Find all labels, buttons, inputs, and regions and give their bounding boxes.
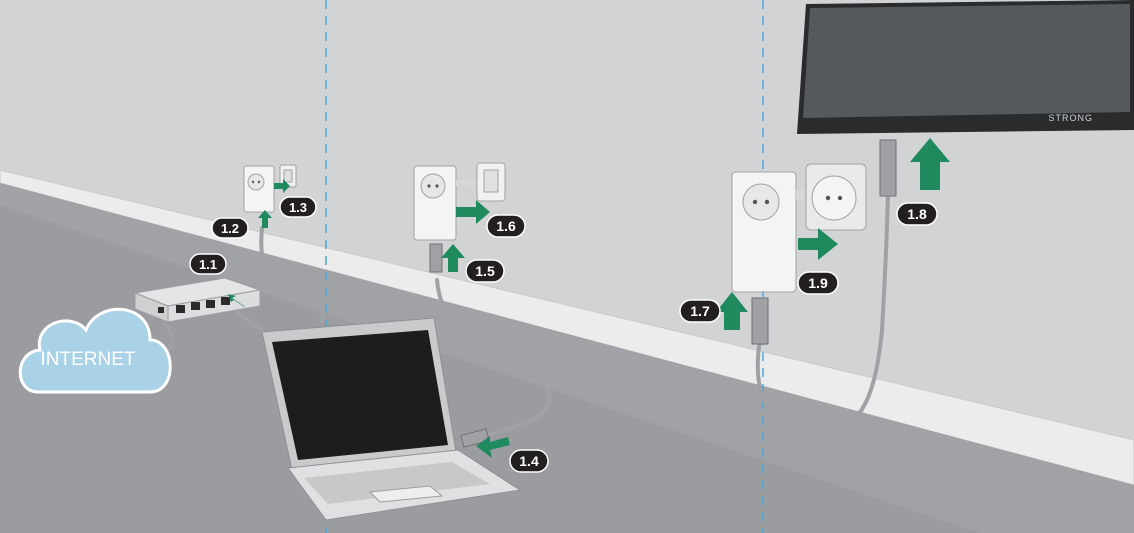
plug-tv <box>879 139 897 197</box>
arrow-up-icon-1-7 <box>716 292 748 330</box>
cable-adapter3-to-tv <box>755 193 890 435</box>
svg-text:1.8: 1.8 <box>907 206 927 222</box>
plug-adapter2 <box>429 243 443 273</box>
television: STRONG <box>797 0 1134 134</box>
arrow-right-icon-1-6 <box>456 200 490 224</box>
internet-cloud: INTERNET <box>18 307 172 394</box>
skirting-board <box>0 169 1134 486</box>
step-badge-1-1: 1.1 <box>189 253 227 275</box>
svg-text:1.9: 1.9 <box>808 275 828 291</box>
plug-laptop <box>460 428 490 448</box>
powerline-adapter-2 <box>413 162 506 241</box>
svg-text:1.6: 1.6 <box>496 218 516 234</box>
laptop <box>261 317 522 521</box>
step-badge-1-9: 1.9 <box>797 271 839 295</box>
svg-text:1.4: 1.4 <box>519 453 539 469</box>
arrow-up-icon-1-5 <box>441 244 465 272</box>
step-badge-1-6: 1.6 <box>486 214 526 238</box>
svg-text:1.7: 1.7 <box>690 303 710 319</box>
step-badge-1-7: 1.7 <box>679 299 721 323</box>
cable-adapter2-to-laptop <box>435 278 552 442</box>
arrows <box>258 138 950 458</box>
powerline-adapter-1 <box>243 164 297 213</box>
arrow-right-icon-1-3 <box>274 179 290 193</box>
svg-text:1.1: 1.1 <box>199 257 217 272</box>
step-badge-1-4: 1.4 <box>509 449 549 473</box>
step-badges: 1.1 1.2 1.3 1.4 1.5 1.6 1.7 1.8 <box>189 196 938 473</box>
arrow-left-icon-1-4 <box>476 436 510 458</box>
arrow-right-icon-1-9 <box>798 228 838 260</box>
svg-text:1.3: 1.3 <box>289 200 307 215</box>
svg-text:1.2: 1.2 <box>221 221 239 236</box>
tv-brand: STRONG <box>1048 113 1093 123</box>
step-badge-1-2: 1.2 <box>211 217 249 239</box>
plug-adapter3 <box>751 297 769 345</box>
floor-edge <box>0 183 1134 533</box>
step-badge-1-3: 1.3 <box>279 196 317 218</box>
cable-router-to-adapter1 <box>259 226 325 324</box>
step-badge-1-5: 1.5 <box>465 259 505 283</box>
step-badge-1-8: 1.8 <box>896 202 938 226</box>
internet-label: INTERNET <box>41 349 136 370</box>
arrow-up-icon-1-8 <box>910 138 950 190</box>
powerline-adapter-3 <box>731 163 867 293</box>
arrow-up-icon-1-2 <box>258 210 272 228</box>
arrow-router-port-icon <box>228 294 246 308</box>
svg-text:1.5: 1.5 <box>475 263 495 279</box>
